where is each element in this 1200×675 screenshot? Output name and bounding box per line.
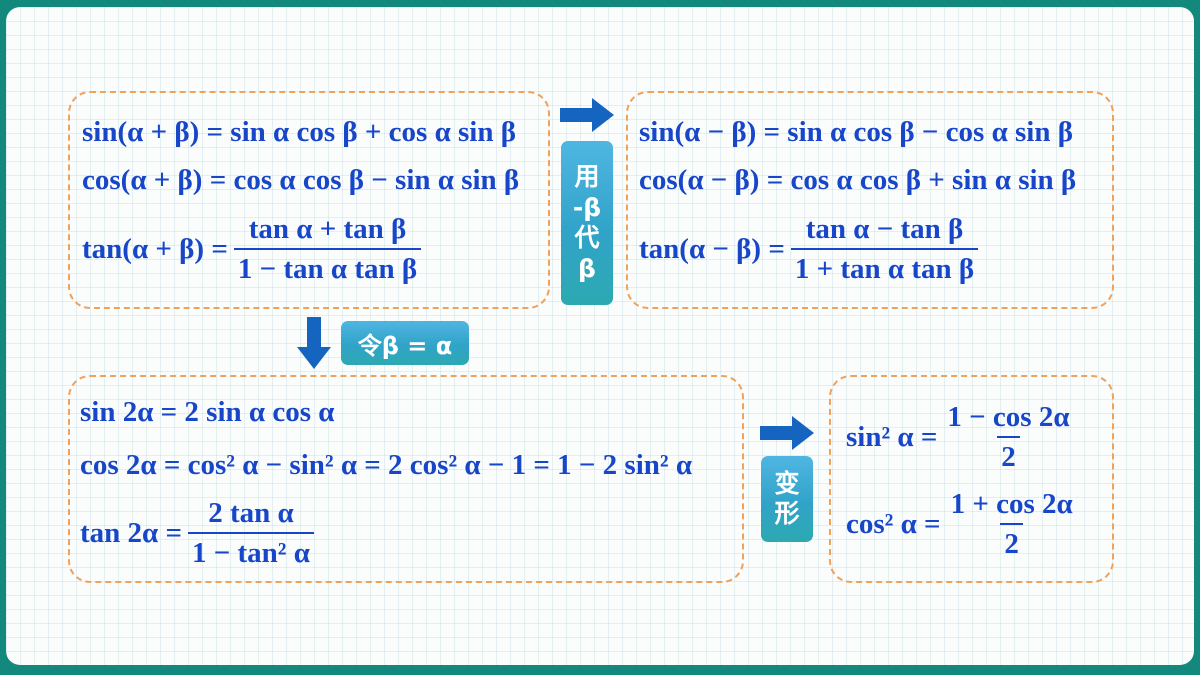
let-beta-equal-alpha-label: 令β = α <box>341 321 469 365</box>
tan-difference-denominator: 1 + tan α tan β <box>790 248 979 284</box>
sum-formulas-box <box>68 91 550 309</box>
tan-sum-denominator: 1 − tan α tan β <box>233 248 422 284</box>
tan-double-formula: tan 2α = 2 tan α 1 − tan² α <box>80 499 314 568</box>
tan-double-denominator: 1 − tan² α <box>188 532 314 568</box>
sin-square-left: sin² α = <box>846 421 938 453</box>
tan-sum-formula: tan(α + β) = tan α + tan β 1 − tan α tan… <box>82 213 422 284</box>
difference-formulas-box <box>626 91 1114 309</box>
formula-board: sin(α + β) = sin α cos β + cos α sin β c… <box>6 7 1194 665</box>
cos-square-denominator: 2 <box>1000 523 1023 559</box>
sin-square-formula: sin² α = 1 − cos 2α 2 <box>846 403 1074 472</box>
cos-difference-formula: cos(α − β) = cos α cos β + sin α sin β <box>639 164 1077 196</box>
cos-double-formula: cos 2α = cos² α − sin² α = 2 cos² α − 1 … <box>80 449 693 481</box>
cos-square-left: cos² α = <box>846 508 941 540</box>
substitute-line-1: 用 <box>574 162 600 191</box>
tan-difference-fraction: tan α − tan β 1 + tan α tan β <box>790 213 979 284</box>
tan-double-fraction: 2 tan α 1 − tan² α <box>188 499 314 568</box>
substitute-line-3: 代 <box>574 223 600 252</box>
cos-square-numerator: 1 + cos 2α <box>950 488 1073 520</box>
substitute-line-2: -β <box>572 192 602 222</box>
tan-sum-numerator: tan α + tan β <box>248 213 407 245</box>
sin-square-fraction: 1 − cos 2α 2 <box>943 403 1073 472</box>
sin-square-numerator: 1 − cos 2α <box>947 401 1070 433</box>
tan-double-left: tan 2α = <box>80 517 182 549</box>
tan-difference-left: tan(α − β) = <box>639 233 785 265</box>
tan-sum-fraction: tan α + tan β 1 − tan α tan β <box>233 213 422 284</box>
tan-double-numerator: 2 tan α <box>208 497 294 529</box>
power-reduction-box <box>829 375 1114 583</box>
tan-sum-left: tan(α + β) = <box>82 233 228 265</box>
sin-square-denominator: 2 <box>997 436 1020 472</box>
tan-difference-numerator: tan α − tan β <box>805 213 964 245</box>
right-arrow-icon <box>560 98 614 132</box>
right-arrow-icon <box>760 416 814 450</box>
transform-line-2: 形 <box>774 499 800 528</box>
substitute-line-4: β <box>578 253 596 283</box>
cos-square-fraction: 1 + cos 2α 2 <box>947 490 1077 559</box>
tan-difference-formula: tan(α − β) = tan α − tan β 1 + tan α tan… <box>639 213 979 284</box>
substitute-label: 用 -β 代 β <box>561 141 613 305</box>
sin-double-formula: sin 2α = 2 sin α cos α <box>80 396 335 428</box>
down-arrow-icon <box>297 317 331 369</box>
sin-difference-formula: sin(α − β) = sin α cos β − cos α sin β <box>639 116 1074 148</box>
transform-line-1: 变 <box>774 468 800 498</box>
cos-square-formula: cos² α = 1 + cos 2α 2 <box>846 490 1077 559</box>
double-angle-box <box>68 375 744 583</box>
sin-sum-formula: sin(α + β) = sin α cos β + cos α sin β <box>82 116 517 148</box>
cos-sum-formula: cos(α + β) = cos α cos β − sin α sin β <box>82 164 520 196</box>
transform-label: 变 形 <box>761 456 813 542</box>
